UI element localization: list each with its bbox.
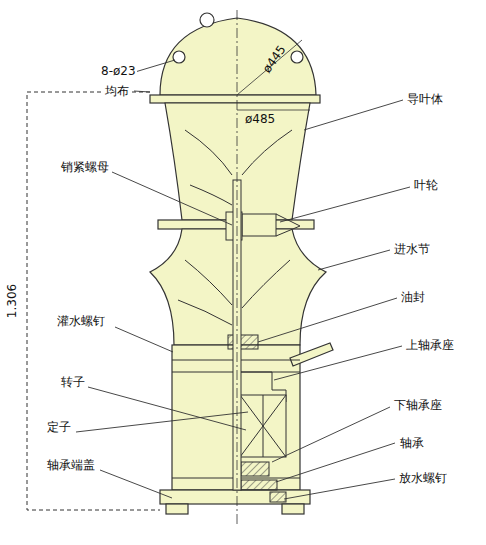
part-name: 油封	[400, 290, 426, 304]
part-name: 转子	[60, 375, 86, 389]
dimension-label: 均布	[104, 84, 130, 98]
dimension-label: 8-ø23	[100, 64, 137, 78]
internal-parts	[172, 130, 300, 502]
part-name: 上轴承座	[405, 338, 455, 352]
part-name: 销紧螺母	[60, 160, 110, 174]
part-name: 灌水螺钉	[56, 314, 106, 328]
dimension-line	[27, 92, 160, 510]
part-name: 轴承	[399, 436, 425, 450]
center-line	[237, 10, 238, 525]
part-name: 下轴承座	[393, 398, 443, 412]
dimension-label: 1.306	[5, 283, 19, 319]
part-name: 叶轮	[413, 178, 439, 192]
dimension-label: ø485	[244, 112, 276, 126]
part-name: 放水螺钉	[398, 471, 448, 485]
part-name: 导叶体	[406, 92, 444, 106]
dimension-label: ø445	[259, 42, 289, 76]
leader-line	[76, 60, 410, 499]
dimension-line	[237, 40, 302, 95]
pump-body	[150, 18, 333, 514]
part-name: 轴承端盖	[46, 458, 96, 472]
dimension-line	[237, 110, 310, 111]
part-name: 定子	[46, 420, 72, 434]
part-name: 进水节	[393, 242, 431, 256]
